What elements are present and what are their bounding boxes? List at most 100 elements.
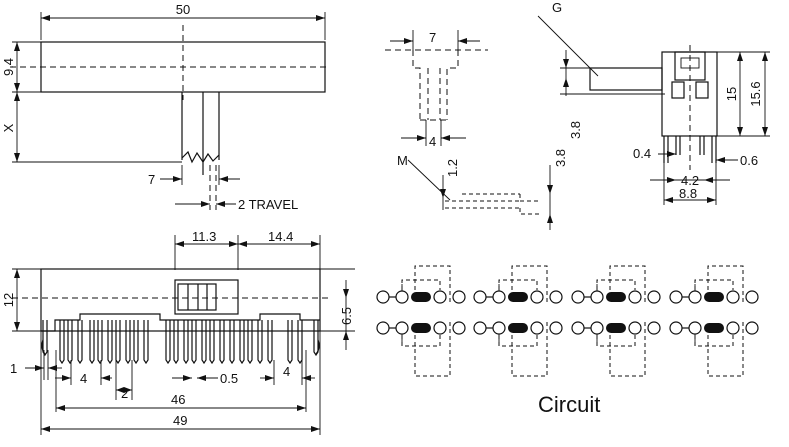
circuit-group	[473, 265, 563, 377]
pin	[133, 320, 139, 365]
terminal	[571, 290, 585, 304]
slider-contact	[508, 292, 528, 302]
dim-h-3-8: 3.8	[553, 149, 568, 167]
pin	[201, 320, 207, 365]
pin	[67, 320, 73, 365]
pin	[229, 320, 235, 365]
terminal	[669, 321, 683, 335]
terminal	[726, 321, 740, 335]
slider-contact	[606, 292, 626, 302]
terminal	[549, 321, 563, 335]
slider-contact	[704, 323, 724, 333]
dim-height-9-4: 9.4	[1, 58, 16, 76]
dim-pin-0-6: 0.6	[740, 153, 758, 168]
terminal	[688, 290, 702, 304]
terminal	[395, 321, 409, 335]
terminal	[395, 290, 409, 304]
pin	[59, 320, 65, 365]
dim-pitch-4b: 4	[283, 364, 290, 379]
slider-contact	[411, 323, 431, 333]
terminal	[571, 321, 585, 335]
dim-width-50: 50	[176, 2, 190, 17]
terminal	[549, 290, 563, 304]
top-view: 50 9.4 X 7	[1, 2, 330, 212]
terminal	[590, 290, 604, 304]
circuit-group	[571, 265, 661, 377]
pin	[287, 320, 293, 365]
circuit-diagram	[376, 265, 759, 377]
pin	[209, 320, 215, 365]
pin	[89, 320, 95, 365]
dim-14-4: 14.4	[268, 229, 293, 244]
circuit-group	[376, 265, 466, 377]
pin	[97, 320, 103, 365]
switch-body	[40, 268, 321, 332]
pin	[125, 320, 131, 365]
pin	[313, 320, 319, 357]
pin	[219, 320, 225, 365]
pin	[165, 320, 171, 365]
terminal	[452, 290, 466, 304]
terminal	[669, 290, 683, 304]
terminal	[376, 321, 390, 335]
front-view: 11.3 14.4 12 6.5 1	[1, 229, 355, 435]
dim-15: 15	[724, 87, 739, 101]
slider-contact	[704, 292, 724, 302]
pin	[77, 320, 83, 365]
terminal	[628, 290, 642, 304]
terminal	[745, 290, 759, 304]
terminal	[433, 290, 447, 304]
pin	[107, 320, 113, 365]
pin	[191, 320, 197, 365]
terminal	[647, 290, 661, 304]
dim-4-2: 4.2	[681, 173, 699, 188]
dim-stem-7: 7	[148, 172, 155, 187]
dim-side-7: 7	[429, 30, 436, 45]
pin	[42, 320, 48, 357]
side-view: 7 4 M 1.2 3.8	[385, 30, 568, 230]
dim-pitch-1: 1	[10, 361, 17, 376]
terminal	[530, 321, 544, 335]
dim-12: 12	[1, 293, 16, 307]
terminal	[473, 321, 487, 335]
terminal	[628, 321, 642, 335]
dim-8-8: 8.8	[679, 186, 697, 201]
pin	[239, 320, 245, 365]
slider-contact	[508, 323, 528, 333]
pin	[143, 320, 149, 365]
dim-side-4: 4	[429, 134, 436, 149]
terminal	[433, 321, 447, 335]
terminal	[492, 290, 506, 304]
circuit-group	[669, 265, 759, 377]
terminal	[530, 290, 544, 304]
pin	[115, 320, 121, 365]
dim-11-3: 11.3	[192, 229, 216, 244]
dim-6-5: 6.5	[339, 307, 354, 325]
slider-contact	[411, 292, 431, 302]
dim-46: 46	[171, 392, 185, 407]
pin	[247, 320, 253, 365]
terminal	[726, 290, 740, 304]
terminal	[745, 321, 759, 335]
dim-15-6: 15.6	[748, 81, 763, 106]
terminal	[492, 321, 506, 335]
pin	[257, 320, 263, 365]
dim-end-3-8: 3.8	[568, 121, 583, 139]
label-m: M	[397, 153, 408, 168]
dim-pin-0-4: 0.4	[633, 146, 651, 161]
dim-pitch-4a: 4	[80, 371, 87, 386]
label-g: G	[552, 0, 562, 15]
pin	[173, 320, 179, 365]
dim-49: 49	[173, 413, 187, 428]
terminal	[688, 321, 702, 335]
dim-travel: 2 TRAVEL	[238, 197, 298, 212]
pin-row	[41, 313, 320, 365]
end-view: G 3.8 15 15.6	[537, 0, 770, 205]
pin	[267, 320, 273, 365]
pin	[297, 320, 303, 365]
pin	[183, 320, 189, 365]
terminal	[376, 290, 390, 304]
circuit-caption: Circuit	[538, 392, 600, 417]
